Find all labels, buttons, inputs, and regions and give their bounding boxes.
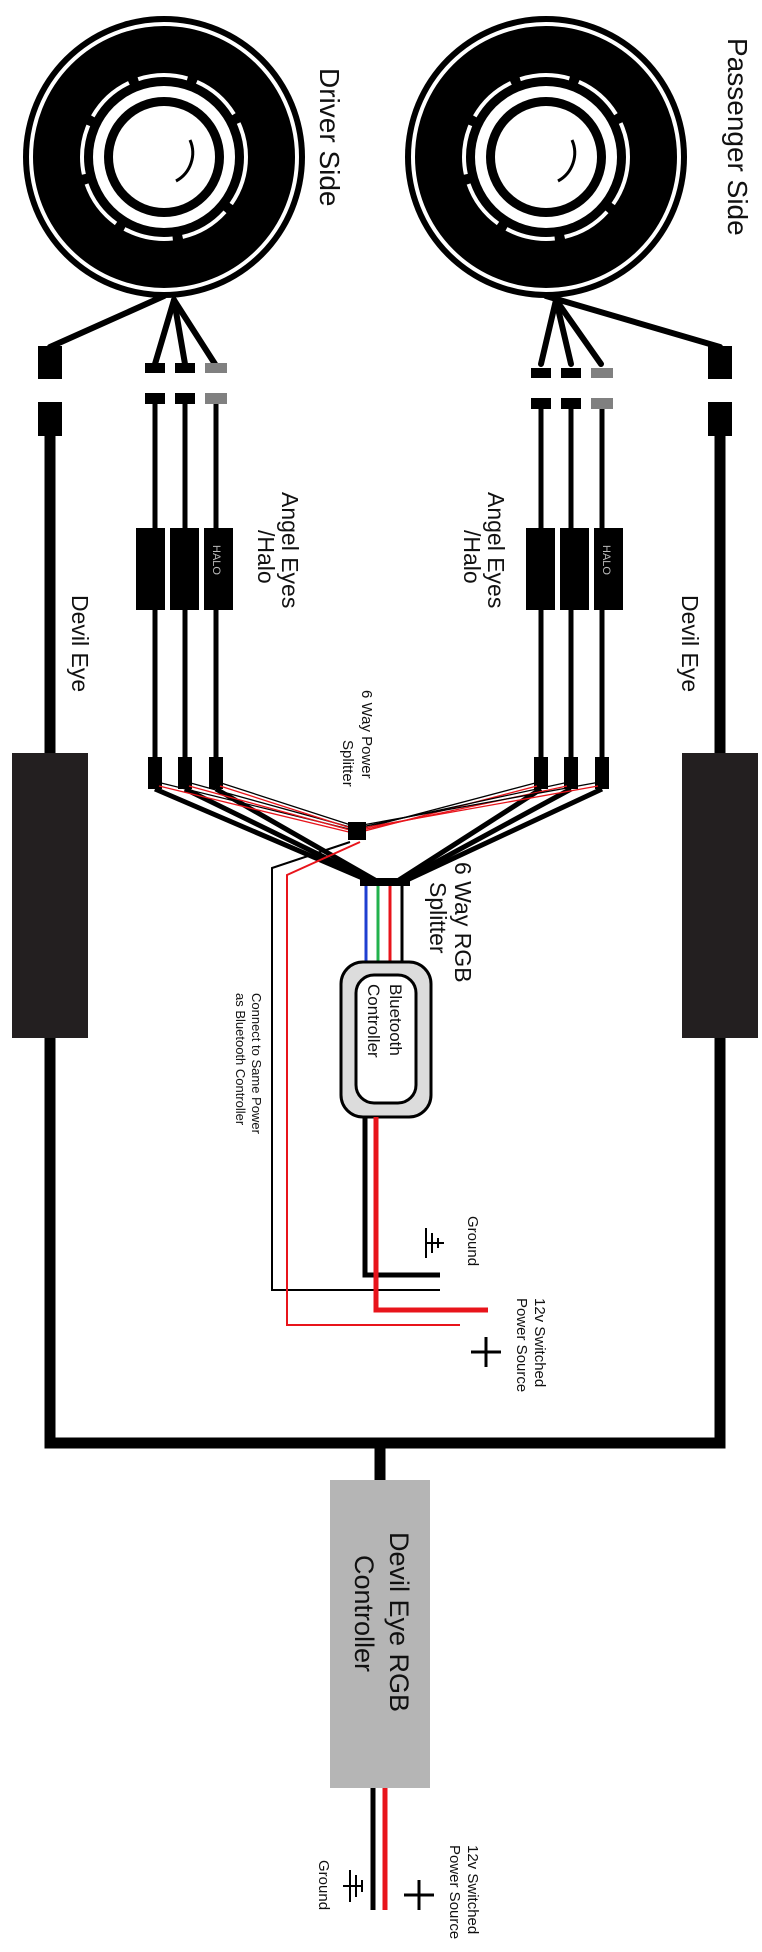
passenger-side-label: Passenger Side — [722, 38, 753, 236]
connect-note-line1: Connect to Same Power — [249, 993, 264, 1135]
devil-controller-label-line2: Controller — [349, 1555, 379, 1672]
power-splitter-red-feed — [286, 841, 460, 1326]
driver-halo-bottom-plugs — [148, 757, 223, 789]
driver-side-label: Driver Side — [314, 68, 345, 206]
passenger-lamp-leads — [538, 293, 723, 367]
bluetooth-label-line2: Controller — [364, 984, 383, 1058]
passenger-angel-eyes-label-line2: /Halo — [459, 530, 485, 584]
devil-controller-power-label-line2: Power Source — [446, 1845, 463, 1939]
rgb-controller-wires — [364, 886, 404, 965]
power-splitter-label-line1: 6 Way Power — [358, 690, 375, 779]
driver-angel-eyes-label-line1: Angel Eyes — [277, 492, 303, 608]
driver-headlight — [23, 16, 305, 298]
passenger-angel-eyes-label-line1: Angel Eyes — [483, 492, 509, 608]
bluetooth-power-label-line2: Power Source — [513, 1298, 530, 1392]
bluetooth-power-label-line1: 12v Switched — [531, 1298, 548, 1387]
bluetooth-plus-icon — [471, 1337, 501, 1367]
devil-controller-ground-label: Ground — [315, 1860, 332, 1910]
bluetooth-ground-wire — [362, 1117, 440, 1278]
passenger-devil-eye-label: Devil Eye — [677, 595, 703, 692]
passenger-devil-eye-connector — [708, 346, 732, 436]
connect-note-line2: as Bluetooth Controller — [233, 993, 248, 1126]
driver-halo-modules — [136, 528, 233, 610]
driver-devil-eye-connector — [38, 346, 62, 436]
driver-halo-tag: HALO — [210, 545, 222, 575]
passenger-halo-modules — [526, 528, 623, 610]
passenger-halo-bottom-plugs — [534, 757, 609, 789]
devil-controller-label-line1: Devil Eye RGB — [384, 1532, 414, 1712]
rgb-splitter-junction — [360, 878, 410, 886]
rgb-splitter-label-line1: 6 Way RGB — [450, 862, 476, 983]
power-splitter-black-feed — [271, 841, 440, 1291]
driver-halo-connectors — [145, 363, 227, 404]
passenger-headlight — [405, 16, 687, 298]
devil-controller-power-label-line1: 12v Switched — [464, 1845, 481, 1934]
passenger-halo-connectors — [531, 368, 613, 409]
driver-devil-eye-block — [12, 753, 88, 1038]
power-splitter-wires — [156, 781, 601, 835]
driver-lamp-leads — [47, 293, 218, 367]
bluetooth-ground-icon — [425, 1228, 444, 1258]
devil-controller-plus-icon — [404, 1880, 434, 1910]
driver-devil-eye-label: Devil Eye — [67, 595, 93, 692]
passenger-halo-tag: HALO — [600, 545, 612, 575]
devil-controller-output-wires — [370, 1788, 388, 1910]
passenger-devil-eye-block — [682, 753, 758, 1038]
rgb-splitter-label-line2: Splitter — [425, 882, 451, 954]
power-splitter-junction — [348, 822, 366, 840]
driver-angel-eyes-label-line2: /Halo — [253, 530, 279, 584]
devil-eye-rgb-controller — [330, 1480, 430, 1788]
rgb-fan-wires — [154, 786, 604, 883]
power-splitter-label-line2: Splitter — [339, 740, 356, 787]
bluetooth-power-wire — [373, 1117, 488, 1313]
bluetooth-controller — [339, 960, 433, 1119]
bluetooth-label-line1: Bluetooth — [386, 984, 405, 1056]
bluetooth-ground-label: Ground — [464, 1216, 481, 1266]
devil-controller-ground-icon — [343, 1870, 363, 1902]
